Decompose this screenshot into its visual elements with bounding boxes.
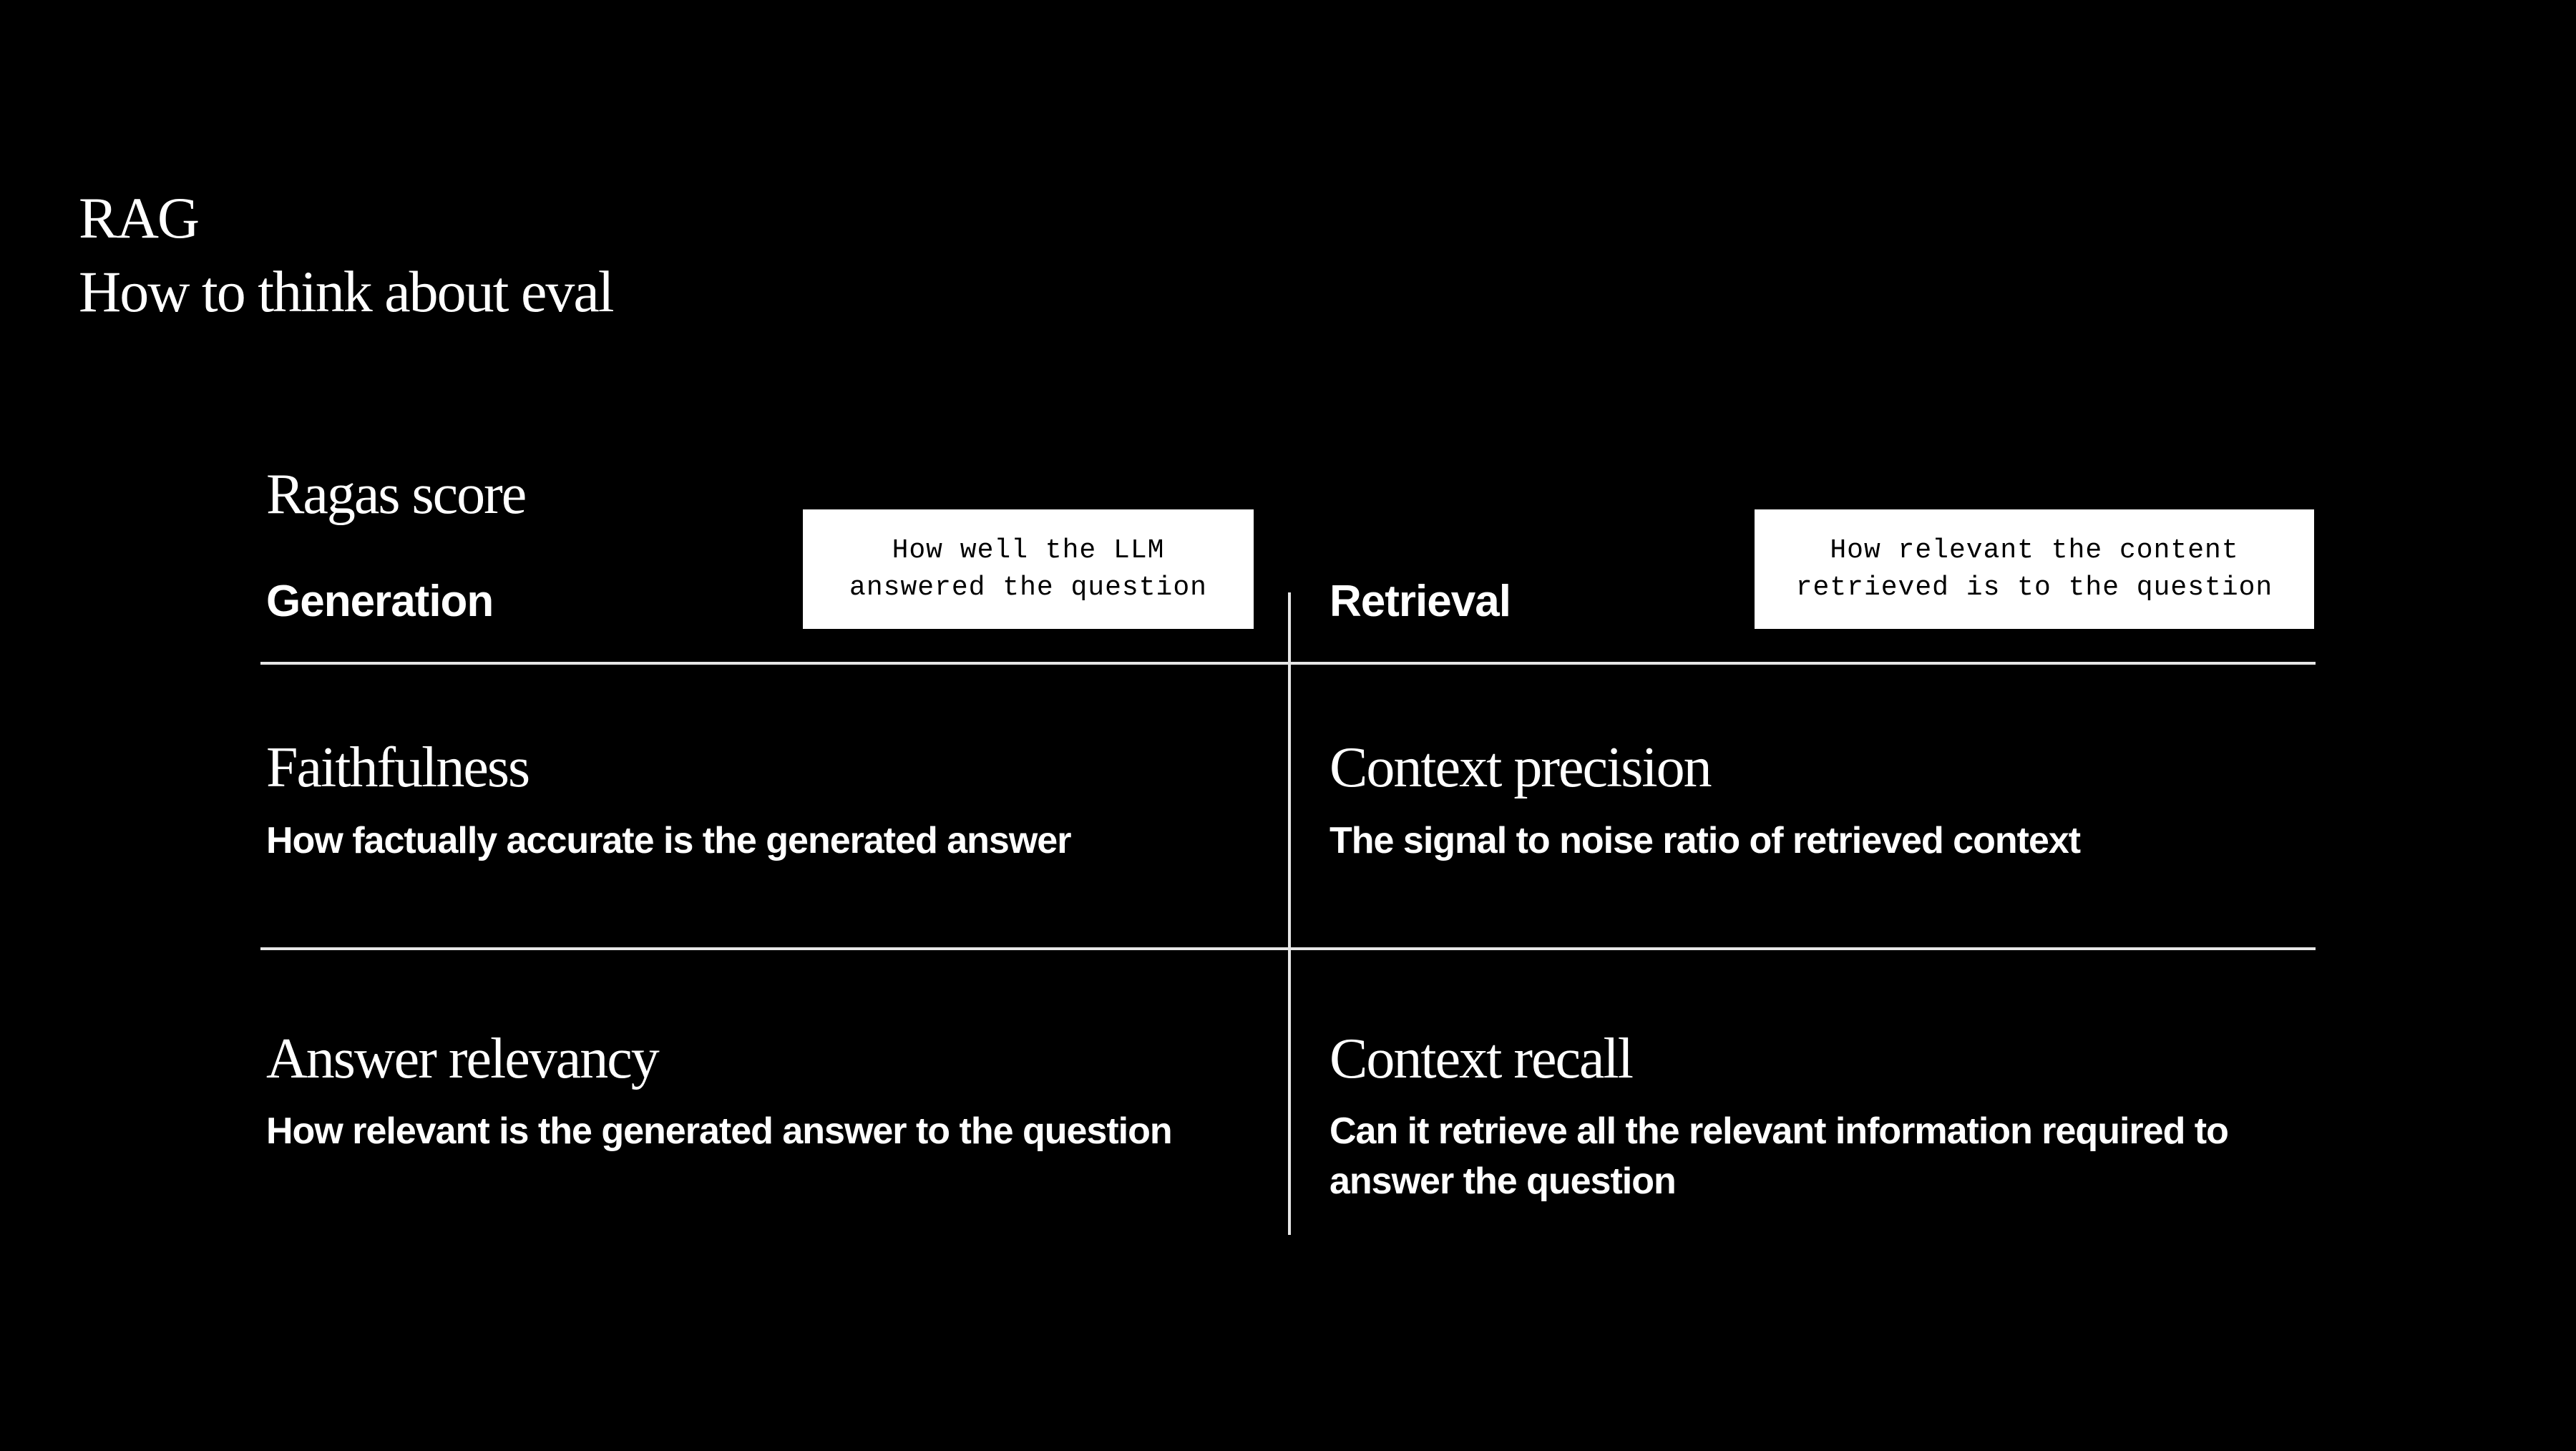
context-recall-description: Can it retrieve all the relevant informa… [1330, 1110, 2229, 1202]
slide-title-line-2: How to think about eval [79, 259, 615, 324]
answer-relevancy-title: Answer relevancy [266, 1027, 660, 1090]
ragas-score-heading: Ragas score [266, 463, 527, 526]
retrieval-column-heading: Retrieval [1330, 577, 1511, 626]
retrieval-callout: How relevant the content retrieved is to… [1755, 509, 2314, 629]
context-precision-description: The signal to noise ratio of retrieved c… [1330, 820, 2081, 861]
faithfulness-description: How factually accurate is the generated … [266, 820, 1071, 861]
generation-column-heading: Generation [266, 577, 494, 626]
slide-title-line-1: RAG [79, 185, 200, 250]
faithfulness-title: Faithfulness [266, 736, 530, 799]
column-divider [1288, 592, 1291, 1235]
context-precision-title: Context precision [1330, 736, 1712, 799]
answer-relevancy-description: How relevant is the generated answer to … [266, 1110, 1173, 1152]
generation-callout: How well the LLM answered the question [803, 509, 1254, 629]
context-recall-title: Context recall [1330, 1027, 1634, 1090]
